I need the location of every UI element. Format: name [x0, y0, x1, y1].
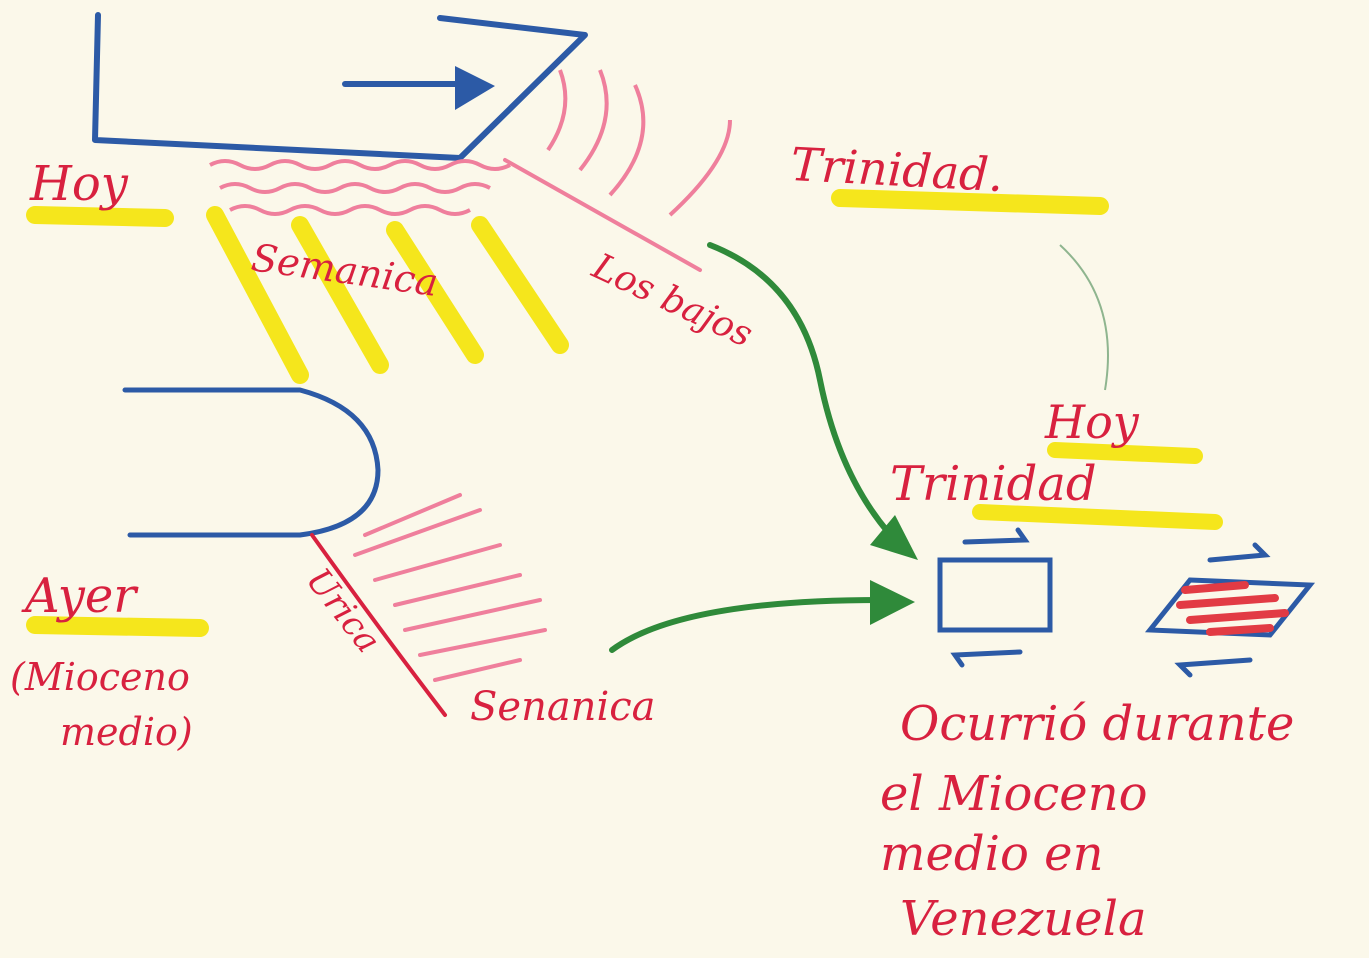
green-arrow-upper-head	[870, 515, 918, 560]
right-block-skewed	[1144, 577, 1316, 638]
label-hoy-right: Hoy	[1044, 395, 1140, 449]
skewed-arrow-bottom	[1174, 657, 1253, 678]
red-hatch-fill	[1176, 581, 1289, 636]
right-block-arrow-top	[962, 527, 1030, 545]
green-arrow-lower	[609, 597, 883, 653]
green-arrow-lower-head	[870, 580, 915, 625]
pink-arc-4	[668, 119, 732, 217]
yellow-stripe-1	[206, 206, 309, 384]
pink-arc-3	[608, 84, 646, 197]
yellow-stripe-2	[291, 216, 389, 374]
yellow-stripe-3	[386, 221, 484, 364]
yellow-stripe-4	[471, 216, 569, 354]
highlight-hoy-right	[1047, 442, 1203, 464]
skewed-arrow-top	[1207, 542, 1271, 563]
note-line-1: Ocurrió durante	[900, 696, 1294, 752]
label-trinidad-right: Trinidad	[890, 456, 1097, 512]
label-ayer: Ayer	[21, 568, 139, 624]
right-block-square	[937, 557, 1053, 633]
thin-connector	[1059, 244, 1109, 391]
note-block: Ocurrió durante el Mioceno medio en Vene…	[880, 696, 1294, 947]
label-trinidad-top: Trinidad.	[789, 137, 1004, 202]
note-line-3: medio en	[880, 826, 1103, 882]
los-bajos-line	[503, 158, 702, 272]
label-hoy-top: Hoy	[29, 156, 129, 212]
label-mioceno-paren: (Mioceno	[10, 655, 190, 699]
highlight-ayer	[26, 616, 209, 637]
highlight-hoy-top	[26, 206, 174, 227]
pink-arc-2	[578, 69, 609, 172]
semanica-wavy-line-3	[229, 204, 471, 216]
highlight-trinidad-top	[831, 189, 1109, 215]
label-senanica: Senanica	[470, 684, 656, 730]
note-line-4: Venezuela	[900, 891, 1147, 947]
pink-arc-1	[546, 69, 568, 152]
pink-hatching	[353, 493, 547, 682]
upper-fault-block	[92, 12, 588, 161]
urica-line	[310, 533, 447, 717]
note-line-2: el Mioceno	[880, 766, 1148, 822]
semanica-wavy-line-1	[209, 159, 511, 171]
highlight-trinidad-right	[972, 504, 1223, 530]
upper-block-arrowhead	[455, 66, 495, 110]
right-block-arrow-bottom	[950, 649, 1023, 668]
semanica-wavy-line-2	[219, 182, 491, 194]
lower-fault-block	[122, 387, 381, 538]
label-los-bajos: Los bajos	[585, 246, 759, 356]
green-arrow-upper	[707, 242, 898, 543]
label-medio-paren: medio)	[60, 710, 193, 754]
